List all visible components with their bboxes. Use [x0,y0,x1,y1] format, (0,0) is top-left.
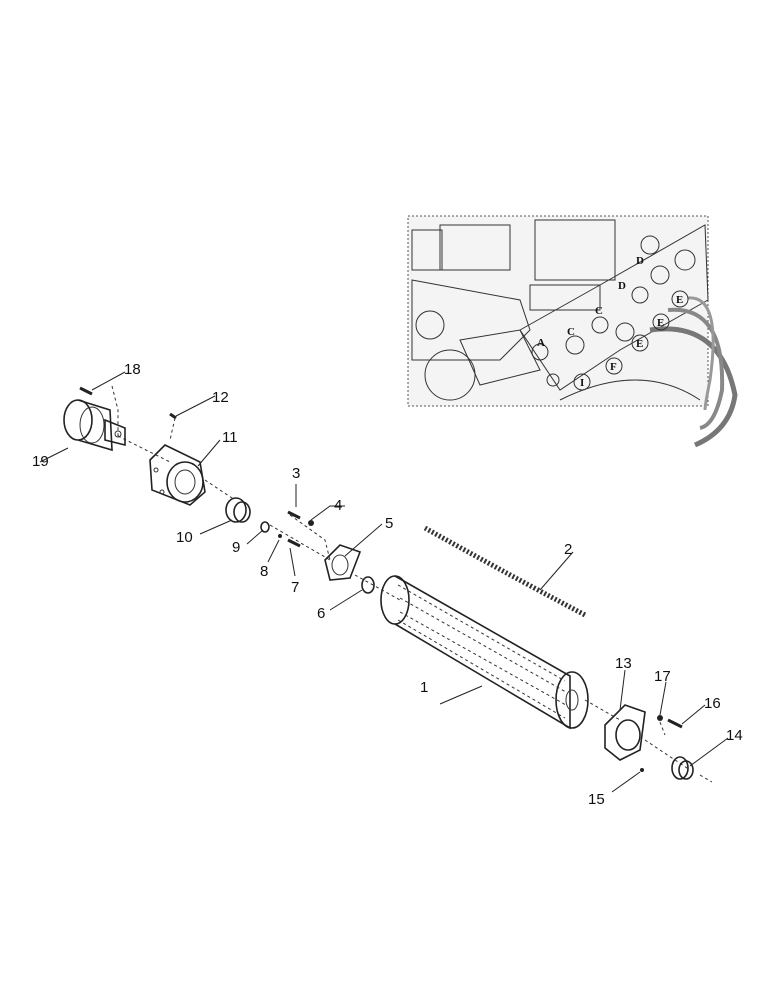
callout-9: 9 [232,539,240,556]
part-15-pin [640,768,644,772]
callout-numbers: 1 2 3 4 5 6 7 8 9 10 11 12 13 14 15 16 1… [32,361,743,808]
part-7-bolt [287,538,301,548]
callout-6: 6 [317,605,325,622]
part-10-bearing [225,497,251,523]
part-14-bearing [671,756,694,780]
part-3-bolt [287,510,301,520]
part-17-nut [657,715,663,721]
part-8-pin [278,534,282,538]
leader-lines [39,371,729,793]
callout-1: 1 [420,679,428,696]
part-12-grease-nipple [169,412,177,420]
part-9-ring [260,521,270,533]
callout-13: 13 [615,655,632,672]
callout-18: 18 [124,361,141,378]
callout-14: 14 [726,727,743,744]
inset-letter: C [595,305,603,317]
inset-letter: E [657,317,664,329]
part-11-bearing-housing [149,444,206,506]
part-13-end-housing [604,704,646,761]
callout-5: 5 [385,515,393,532]
inset-letter: E [676,294,683,306]
callout-10: 10 [176,529,193,546]
part-1-roller [380,575,589,730]
part-4-nut [308,520,314,526]
callout-11: 11 [222,429,238,446]
callout-17: 17 [654,668,671,685]
callout-3: 3 [292,465,300,482]
callout-2: 2 [564,541,572,558]
callout-8: 8 [260,563,268,580]
callout-7: 7 [291,579,299,596]
part-5-flange [324,544,362,581]
part-16-bolt [667,718,683,729]
inset-letter: D [636,255,644,267]
inset-letter: C [567,326,575,338]
part-6-o-ring [361,576,375,594]
part-18-bolt [79,386,93,396]
part-2-scraper-bar [423,525,587,618]
callout-16: 16 [704,695,721,712]
callout-19: 19 [32,453,49,470]
callout-4: 4 [334,497,342,514]
inset-letter: D [618,280,626,292]
inset-letter: E [636,338,643,350]
locator-inset: D D C C A E E E F I [407,215,738,448]
inset-letter: I [580,377,584,389]
inset-letter: A [537,337,545,349]
part-19-hydraulic-motor [63,399,126,452]
callout-15: 15 [588,791,605,808]
callout-12: 12 [212,389,229,406]
inset-letter: F [610,361,617,373]
